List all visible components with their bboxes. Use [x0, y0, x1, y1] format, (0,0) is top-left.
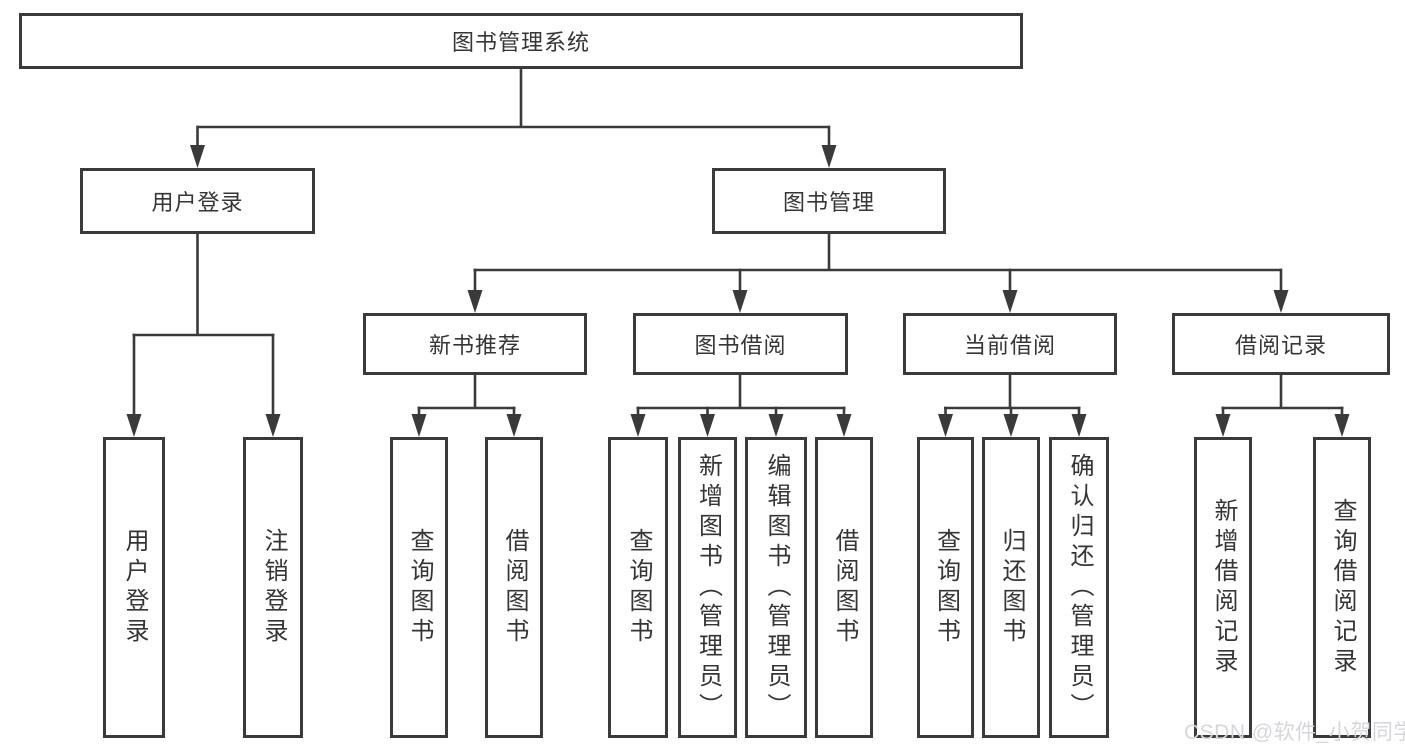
- arrowhead-icon: [467, 290, 483, 313]
- node-label: 图书管理: [782, 190, 875, 215]
- arrowhead-icon: [1003, 414, 1019, 437]
- node-leaf-borrow-books-1: 借阅图书: [485, 437, 543, 738]
- arrowhead-icon: [506, 414, 522, 437]
- arrowhead-icon: [630, 414, 646, 437]
- csdn-watermark: CSDN @软件_小贺同学: [1184, 721, 1405, 744]
- node-label: 用户登录: [121, 527, 148, 648]
- node-label: 注销登录: [260, 527, 287, 648]
- node-label: 查询图书: [625, 527, 652, 648]
- node-leaf-query-books-3: 查询图书: [917, 437, 974, 738]
- arrowhead-icon: [700, 414, 715, 437]
- node-book-borrowing: 图书借阅: [633, 313, 848, 375]
- arrowhead-icon: [190, 145, 205, 168]
- arrowhead-icon: [836, 414, 852, 437]
- arrowhead-icon: [1002, 290, 1018, 313]
- arrowhead-icon: [732, 290, 748, 313]
- node-leaf-edit-book-admin: 编辑图书（管理员）: [745, 437, 807, 738]
- node-leaf-confirm-return-admin: 确认归还（管理员）: [1049, 437, 1109, 738]
- node-leaf-query-books-2: 查询图书: [608, 437, 668, 738]
- arrowhead-icon: [411, 414, 427, 437]
- arrowhead-icon: [126, 414, 142, 437]
- node-label: 图书管理系统: [451, 30, 590, 55]
- arrowhead-icon: [1334, 414, 1350, 437]
- node-leaf-add-book-admin: 新增图书（管理员）: [678, 437, 737, 738]
- node-leaf-query-books-1: 查询图书: [390, 437, 448, 738]
- node-label: 用户登录: [151, 190, 244, 215]
- node-label: 新增借阅记录: [1210, 497, 1237, 678]
- arrowhead-icon: [1071, 414, 1087, 437]
- node-label: 查询借阅记录: [1329, 497, 1356, 678]
- node-label: 借阅图书: [831, 527, 858, 648]
- node-label: 图书借阅: [694, 333, 787, 358]
- node-label: 确认归还（管理员）: [1066, 452, 1093, 723]
- node-new-book-recommend: 新书推荐: [363, 313, 587, 375]
- node-leaf-add-borrow-record: 新增借阅记录: [1194, 437, 1252, 738]
- node-label: 借阅记录: [1234, 333, 1327, 358]
- arrowhead-icon: [768, 414, 784, 437]
- node-label: 编辑图书（管理员）: [763, 452, 790, 723]
- node-leaf-logout: 注销登录: [243, 437, 303, 738]
- arrowhead-icon: [938, 414, 953, 437]
- node-current-borrowing: 当前借阅: [903, 313, 1117, 375]
- node-label: 归还图书: [998, 527, 1025, 648]
- node-borrow-records: 借阅记录: [1172, 313, 1390, 375]
- node-label: 新书推荐: [428, 333, 521, 358]
- node-label: 查询图书: [406, 527, 433, 648]
- node-leaf-return-books: 归还图书: [982, 437, 1040, 738]
- arrowhead-icon: [1273, 290, 1289, 313]
- node-leaf-query-borrow-record: 查询借阅记录: [1313, 437, 1371, 738]
- arrowhead-icon: [821, 145, 837, 168]
- node-book-management: 图书管理: [712, 168, 946, 234]
- node-label: 新增图书（管理员）: [694, 452, 722, 723]
- node-label: 查询图书: [932, 527, 960, 648]
- node-leaf-borrow-books-2: 借阅图书: [815, 437, 873, 738]
- arrowhead-icon: [265, 414, 281, 437]
- arrowhead-icon: [1215, 414, 1231, 437]
- node-leaf-user-login: 用户登录: [103, 437, 165, 738]
- node-label: 当前借阅: [963, 333, 1056, 358]
- node-label: 借阅图书: [501, 527, 528, 648]
- node-library-system: 图书管理系统: [19, 13, 1023, 69]
- node-user-login-branch: 用户登录: [80, 168, 315, 234]
